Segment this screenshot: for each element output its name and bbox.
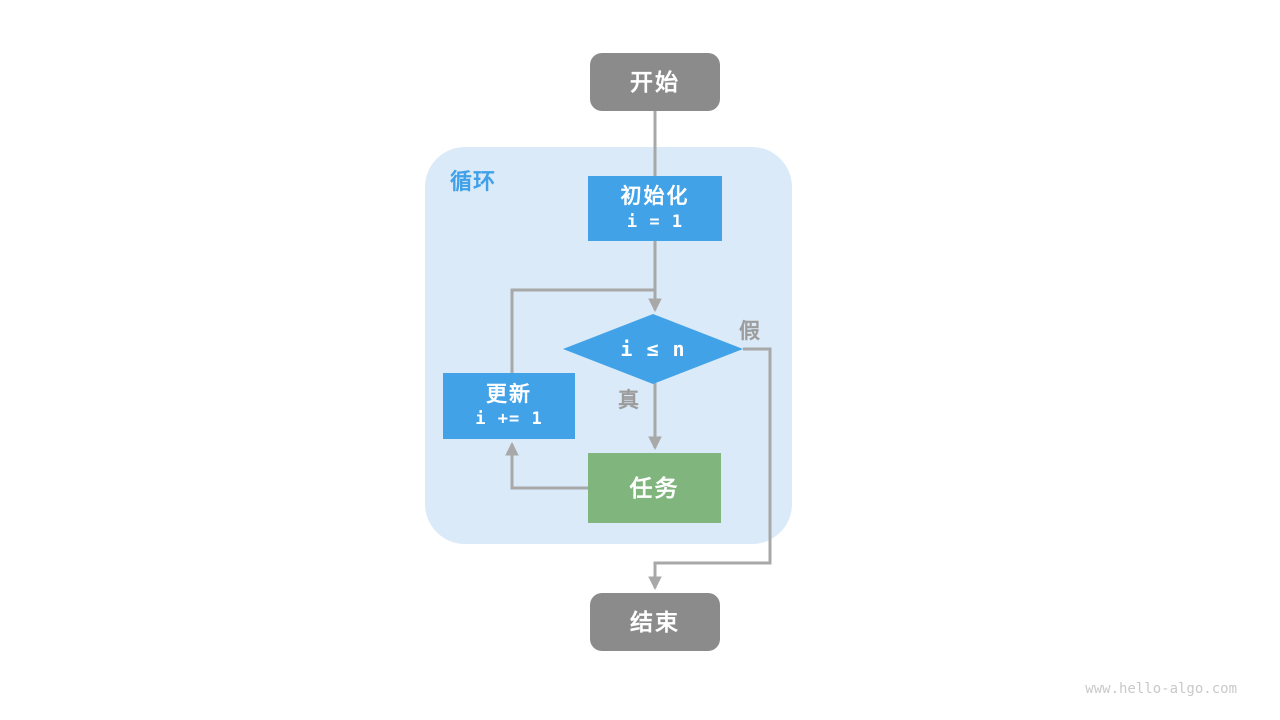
task-node-label: 任务 bbox=[629, 474, 680, 501]
loop-container-label: 循环 bbox=[450, 169, 497, 194]
end-node-label: 结束 bbox=[630, 608, 680, 635]
task-node: 任务 bbox=[588, 453, 721, 523]
condition-expression: i ≤ n bbox=[620, 337, 686, 361]
edge-update-to-condition bbox=[510, 288, 655, 374]
edge-task-to-update bbox=[505, 441, 588, 490]
start-node: 开始 bbox=[590, 53, 720, 111]
watermark-text: www.hello-algo.com bbox=[1085, 681, 1237, 697]
edge-condition-to-end bbox=[648, 347, 772, 591]
start-node-label: 开始 bbox=[630, 68, 680, 95]
update-node: 更新 i += 1 bbox=[443, 373, 575, 439]
init-node-title: 初始化 bbox=[620, 185, 690, 209]
init-node: 初始化 i = 1 bbox=[588, 176, 722, 241]
branch-label-true: 真 bbox=[618, 389, 640, 412]
update-node-code: i += 1 bbox=[475, 409, 543, 430]
init-node-code: i = 1 bbox=[626, 211, 684, 232]
update-node-title: 更新 bbox=[486, 382, 532, 406]
end-node: 结束 bbox=[590, 593, 720, 651]
branch-label-false: 假 bbox=[739, 320, 761, 343]
